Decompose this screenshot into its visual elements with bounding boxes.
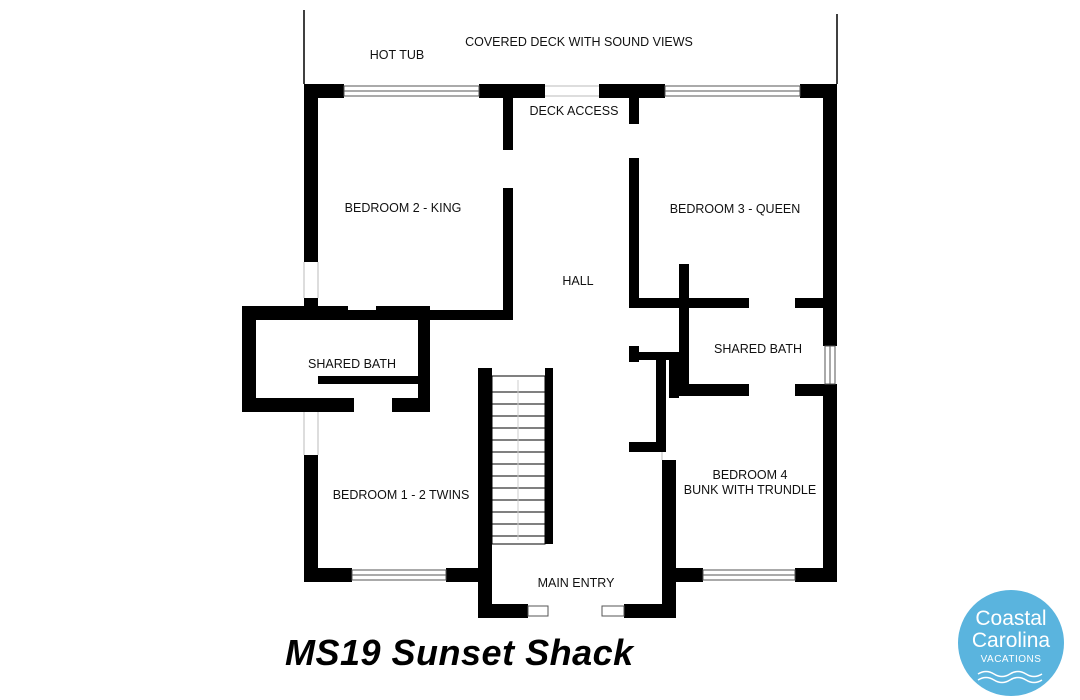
windows bbox=[343, 85, 836, 617]
walls bbox=[242, 84, 837, 618]
bedroom-1-label: BEDROOM 1 - 2 TWINS bbox=[333, 488, 470, 502]
door-openings bbox=[303, 85, 663, 460]
bedroom-3-label: BEDROOM 3 - QUEEN bbox=[670, 202, 801, 216]
main-entry-label: MAIN ENTRY bbox=[538, 576, 616, 590]
property-title: MS19 Sunset Shack bbox=[285, 632, 634, 673]
staircase bbox=[491, 375, 546, 545]
shared-bath-left-label: SHARED BATH bbox=[308, 357, 396, 371]
logo-line-2: Carolina bbox=[971, 629, 1051, 652]
shared-bath-right-label: SHARED BATH bbox=[714, 342, 802, 356]
logo-line-3: VACATIONS bbox=[980, 654, 1042, 665]
logo-line-1: Coastal bbox=[975, 607, 1047, 630]
covered-deck bbox=[303, 10, 838, 84]
bedroom-2-label: BEDROOM 2 - KING bbox=[345, 201, 462, 215]
bedroom-4-label-line2: BUNK WITH TRUNDLE bbox=[684, 483, 816, 497]
covered-deck-label: COVERED DECK WITH SOUND VIEWS bbox=[465, 35, 693, 49]
wave-icon bbox=[977, 670, 1043, 684]
hot-tub-label: HOT TUB bbox=[370, 48, 424, 62]
hall-label: HALL bbox=[562, 274, 593, 288]
bedroom-4-label-line1: BEDROOM 4 bbox=[712, 468, 787, 482]
company-logo: Coastal Carolina VACATIONS bbox=[958, 590, 1064, 696]
deck-access-label: DECK ACCESS bbox=[530, 104, 619, 118]
